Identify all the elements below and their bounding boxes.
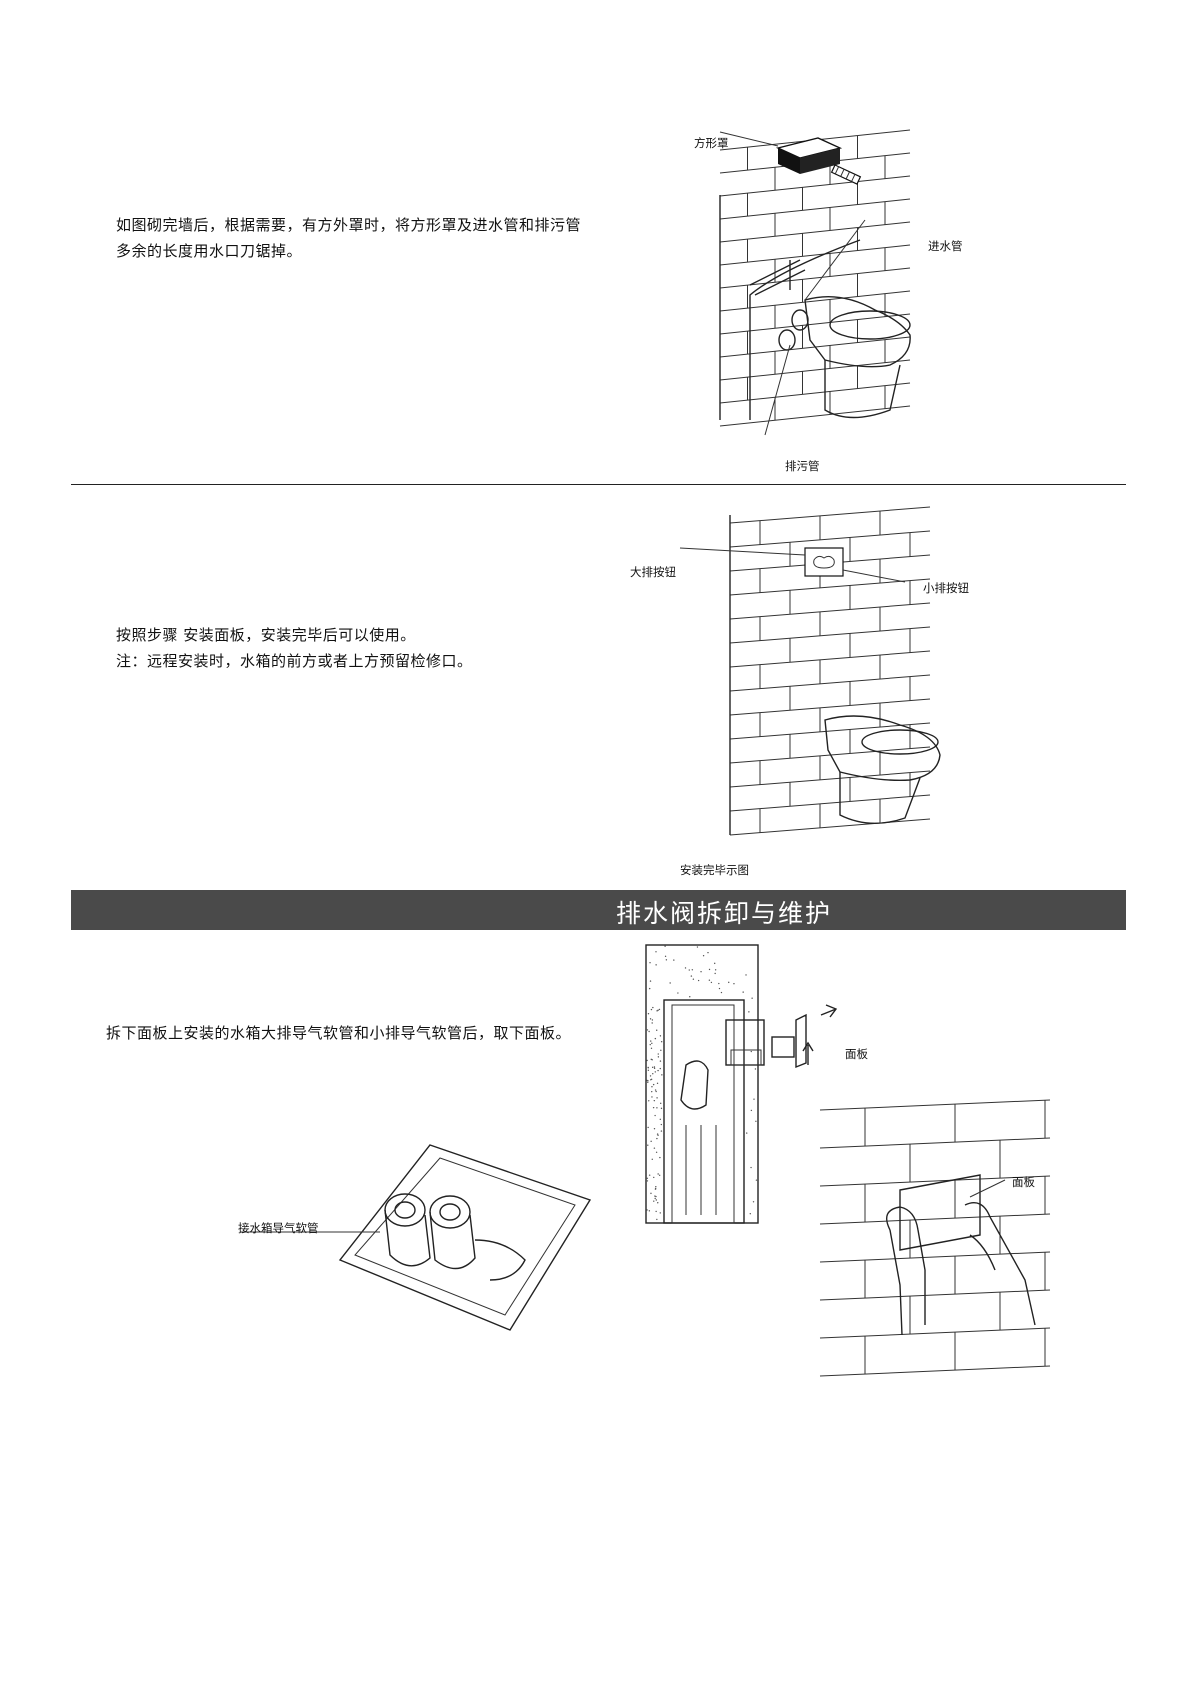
section3-title: 排水阀拆卸与维护 <box>616 894 832 930</box>
label-panel-b: 面板 <box>1012 1174 1035 1190</box>
label-drain-pipe: 排污管 <box>785 458 820 474</box>
section2-line2: 注：远程安装时，水箱的前方或者上方预留检修口。 <box>116 648 473 674</box>
hands-panel-illustration <box>820 1095 1050 1375</box>
label-small-flush: 小排按钮 <box>923 580 969 596</box>
label-panel-a: 面板 <box>845 1046 868 1062</box>
section2-line1: 按照步骤 安装面板，安装完毕后可以使用。 <box>116 622 416 648</box>
label-big-flush: 大排按钮 <box>630 564 676 580</box>
label-inlet-pipe: 进水管 <box>928 238 963 254</box>
wall-toilet-illustration-1 <box>690 120 990 480</box>
label-hose: 接水箱导气软管 <box>238 1220 319 1236</box>
section3-banner: 排水阀拆卸与维护 <box>71 890 1126 930</box>
section1-text: 如图砌完墙后，根据需要，有方外罩时，将方形罩及进水管和排污管多余的长度用水口刀锯… <box>116 212 586 264</box>
tank-hose-illustration <box>340 1140 600 1340</box>
section3-text: 拆下面板上安装的水箱大排导气软管和小排导气软管后，取下面板。 <box>106 1020 586 1046</box>
label-square-cover: 方形罩 <box>694 135 729 151</box>
section-divider <box>71 484 1126 485</box>
caption-installed: 安装完毕示图 <box>680 862 749 878</box>
wall-toilet-illustration-2 <box>700 510 960 840</box>
